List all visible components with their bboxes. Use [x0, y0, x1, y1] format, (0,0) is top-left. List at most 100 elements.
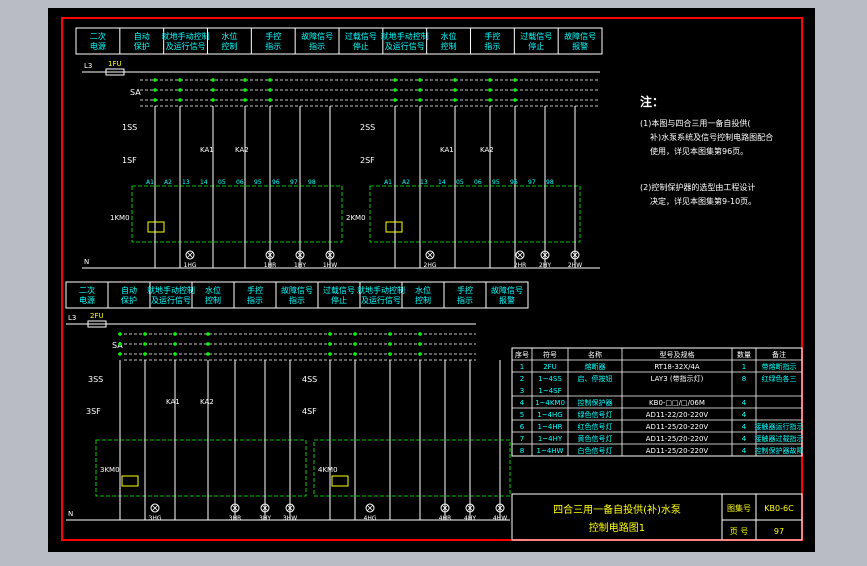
top-contact: [488, 98, 492, 102]
bottom-ka1-label: KA1: [166, 398, 180, 406]
top-km2-contact-tag: 05: [456, 179, 464, 186]
top-km2-contact-tag: 96: [510, 179, 518, 186]
bottom-km3-coil: [121, 475, 139, 487]
bottom-lamp-cross: [466, 504, 474, 512]
top-contact: [488, 88, 492, 92]
bottom-contact: [118, 332, 122, 336]
top-contact: [153, 88, 157, 92]
top-header-cell: 自动保护: [134, 31, 150, 51]
top-lamp-cross: [516, 251, 524, 259]
bottom-start4-label: 4SF: [302, 407, 317, 416]
bottom-contact: [418, 332, 422, 336]
bottom-lamp: [365, 503, 375, 513]
parts-table-cell: 1~4HG: [537, 411, 562, 419]
top-contact: [418, 88, 422, 92]
top-km1-contact-tag: A1: [146, 179, 154, 186]
bottom-km4-box: [313, 439, 511, 497]
bottom-header-row: 二次电源自动保护就地手动控制及运行信号水位控制手控指示故障信号指示过载信号停止就…: [65, 281, 529, 309]
parts-table-cell: 控制保护器故障: [755, 446, 804, 455]
top-contact: [211, 88, 215, 92]
top-fuse-label: 1FU: [108, 60, 122, 68]
top-lamp-cross: [326, 251, 334, 259]
bottom-km4-label: 4KM0: [318, 466, 338, 474]
top-header-row: 二次电源自动保护就地手动控制及运行信号水位控制手控指示故障信号指示过载信号停止就…: [75, 27, 603, 55]
drawing-border: [61, 17, 803, 541]
top-contact: [243, 88, 247, 92]
top-km1-contact-tag: 96: [272, 179, 280, 186]
bottom-lamp-tag: 4HY: [464, 515, 476, 522]
bottom-lamp-tag: 4HR: [439, 515, 452, 522]
bottom-contact: [206, 352, 210, 356]
top-lamp: [425, 250, 435, 260]
parts-table-cell: 1~4KM0: [535, 399, 565, 407]
top-header-cell: 过载信号停止: [345, 31, 377, 51]
top-contact: [453, 78, 457, 82]
bottom-contact: [143, 342, 147, 346]
bottom-lamp-cross: [366, 504, 374, 512]
top-contact: [153, 98, 157, 102]
top-lamp: [185, 250, 195, 260]
bottom-contact: [173, 342, 177, 346]
top-contact: [243, 78, 247, 82]
top-contact: [178, 98, 182, 102]
notes-block: 注： (1)本图与四合三用一备自投供(补)水泵系统及信号控制电路图配合使用，详见…: [640, 94, 773, 206]
top-lamp-cross: [571, 251, 579, 259]
parts-table-cell: 控制保护器: [578, 398, 613, 407]
parts-table-cell: 4: [742, 411, 747, 419]
top-km1-box: [131, 185, 343, 243]
title-line-1: 四合三用一备自投供(补)水泵: [553, 503, 681, 516]
top-km2-contact-tag: 13: [420, 179, 428, 186]
top-contact: [243, 98, 247, 102]
top-lamp: [515, 250, 525, 260]
parts-table-header: 型号及规格: [660, 350, 695, 359]
bottom-lamp-cross: [261, 504, 269, 512]
top-km1-contact-tag: 98: [308, 179, 316, 186]
top-contact: [268, 88, 272, 92]
top-lamp-cross: [541, 251, 549, 259]
bottom-header-cell: 故障信号报警: [491, 285, 523, 305]
bottom-contact: [418, 352, 422, 356]
top-km1-contact-tag: 14: [200, 179, 208, 186]
atlas-value: KB0-6C: [764, 504, 794, 513]
bottom-bus-n-label: N: [68, 510, 73, 518]
bottom-contact: [353, 352, 357, 356]
bottom-circuit: L3 N 2FU SA 3SS 3SF KA1 KA2 3KM0 4SS 4SF…: [66, 312, 511, 522]
bottom-lamp: [230, 503, 240, 513]
parts-table-header: 数量: [737, 350, 751, 359]
bottom-header-cell: 手控指示: [247, 285, 263, 305]
bottom-header-cell: 自动保护: [121, 285, 137, 305]
top-header-cell: 二次电源: [90, 31, 106, 51]
top-header-cell: 水位控制: [221, 31, 237, 51]
top-km2-contact-tag: 06: [474, 179, 482, 186]
top-km1-contact-tag: 95: [254, 179, 262, 186]
atlas-label: 图集号: [727, 503, 751, 513]
top-ka2-label: KA2: [235, 146, 249, 154]
bottom-contact: [173, 332, 177, 336]
parts-table-cell: 白色信号灯: [578, 446, 613, 455]
parts-table-header: 序号: [515, 350, 529, 359]
bottom-contact: [353, 342, 357, 346]
bottom-contact: [388, 342, 392, 346]
top-start1-label: 1SF: [122, 156, 137, 165]
top-contact: [453, 88, 457, 92]
bottom-sa-label: SA: [112, 341, 123, 350]
top-lamp-tag: 2HR: [514, 262, 527, 269]
bottom-stop4-label: 4SS: [302, 375, 317, 384]
top-km2-label: 2KM0: [346, 214, 366, 222]
top-lamp-cross: [296, 251, 304, 259]
top-contact: [211, 78, 215, 82]
top-contact: [268, 78, 272, 82]
top-contact: [393, 88, 397, 92]
bottom-lamp-cross: [441, 504, 449, 512]
parts-table-cell: 红色信号灯: [578, 422, 613, 431]
parts-table-cell: 绿色信号灯: [578, 410, 613, 419]
bottom-header-cell: 故障信号指示: [281, 285, 313, 305]
top-contact: [268, 98, 272, 102]
bottom-lamp-tag: 4HW: [493, 515, 507, 522]
parts-table-cell: 1~4HY: [538, 435, 563, 443]
title-block-frame: [511, 493, 803, 541]
bottom-contact: [328, 332, 332, 336]
top-header-cell: 过载信号停止: [520, 31, 552, 51]
